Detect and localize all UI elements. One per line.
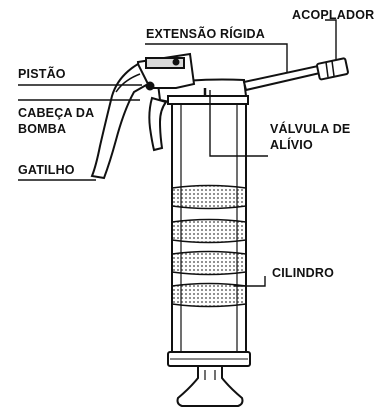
leader-extensao xyxy=(145,43,288,72)
label-cabeca-da-bomba-line2: BOMBA xyxy=(18,122,67,136)
leader-lines xyxy=(18,19,337,287)
label-valvula-de-alivio-line1: VÁLVULA DE xyxy=(270,122,351,136)
grip-bands xyxy=(171,184,247,308)
bottom-cap xyxy=(167,351,251,407)
label-cabeca-da-bomba-line1: CABEÇA DA xyxy=(18,106,95,120)
leader-valvula xyxy=(209,90,268,157)
leader-cilindro xyxy=(234,276,266,287)
label-pistao: PISTÃO xyxy=(18,67,66,81)
label-extensao-rigida: EXTENSÃO RÍGIDA xyxy=(146,27,265,41)
label-valvula-de-alivio-line2: ALÍVIO xyxy=(270,138,313,152)
label-gatilho: GATILHO xyxy=(18,163,75,177)
label-acoplador: ACOPLADOR xyxy=(292,8,375,22)
coupler xyxy=(316,57,349,81)
trigger xyxy=(148,96,168,152)
label-cilindro: CILINDRO xyxy=(272,266,335,280)
rigid-extension xyxy=(242,64,322,92)
lever-handle xyxy=(90,52,196,180)
leader-acoplador xyxy=(325,19,337,60)
